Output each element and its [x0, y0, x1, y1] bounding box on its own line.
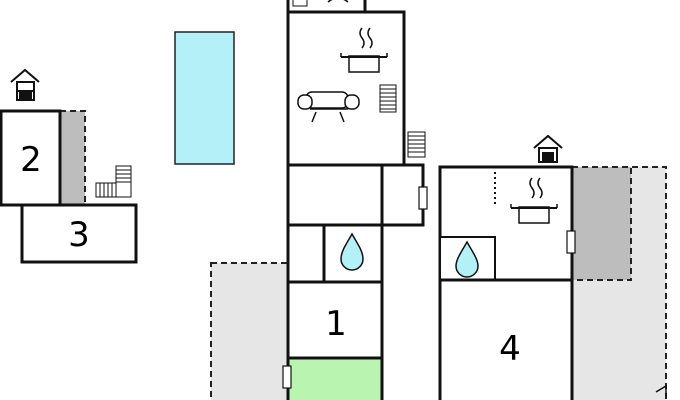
door-icon — [418, 186, 428, 210]
unit-1-group: 1 — [282, 0, 428, 400]
radiator-icon — [379, 84, 397, 113]
unit-1-hall — [286, 163, 384, 227]
terrace-area-right-dark — [571, 166, 632, 281]
bathroom-drop-icon — [340, 232, 364, 271]
terrace-corner-mark — [655, 384, 667, 396]
pool-icon — [174, 31, 235, 165]
bathroom-drop-icon-unit4 — [455, 240, 479, 278]
unit-4-group: 4 — [438, 134, 667, 400]
unit-4-label: 4 — [499, 329, 521, 369]
unit-3-room — [20, 203, 138, 264]
unit-1-label: 1 — [325, 304, 347, 344]
unit-2-label: 2 — [20, 140, 42, 180]
unit-1-bedroom — [286, 280, 384, 360]
unit-2-3-group: 2 3 — [0, 68, 138, 264]
unit-3-label: 3 — [68, 215, 90, 255]
radiator-icon-outside — [407, 131, 426, 158]
kitchen-pot-icon — [340, 27, 388, 73]
unit-1-corridor — [286, 223, 326, 284]
stairs-icon — [95, 165, 132, 198]
terrace-area-unit2 — [59, 110, 86, 206]
kitchen-pot-icon-unit4 — [510, 177, 558, 224]
garden-area — [286, 356, 384, 400]
unit-1-side-room — [380, 163, 425, 227]
unit-4-bedroom — [438, 278, 574, 400]
terrace-area-left — [210, 262, 289, 400]
door-icon-unit4 — [566, 230, 576, 254]
door-icon-garden — [282, 365, 292, 389]
sofa-icon — [297, 91, 360, 123]
entrance-icon — [10, 68, 40, 101]
unit-2-room — [0, 109, 62, 207]
entrance-icon-unit4 — [533, 134, 563, 163]
